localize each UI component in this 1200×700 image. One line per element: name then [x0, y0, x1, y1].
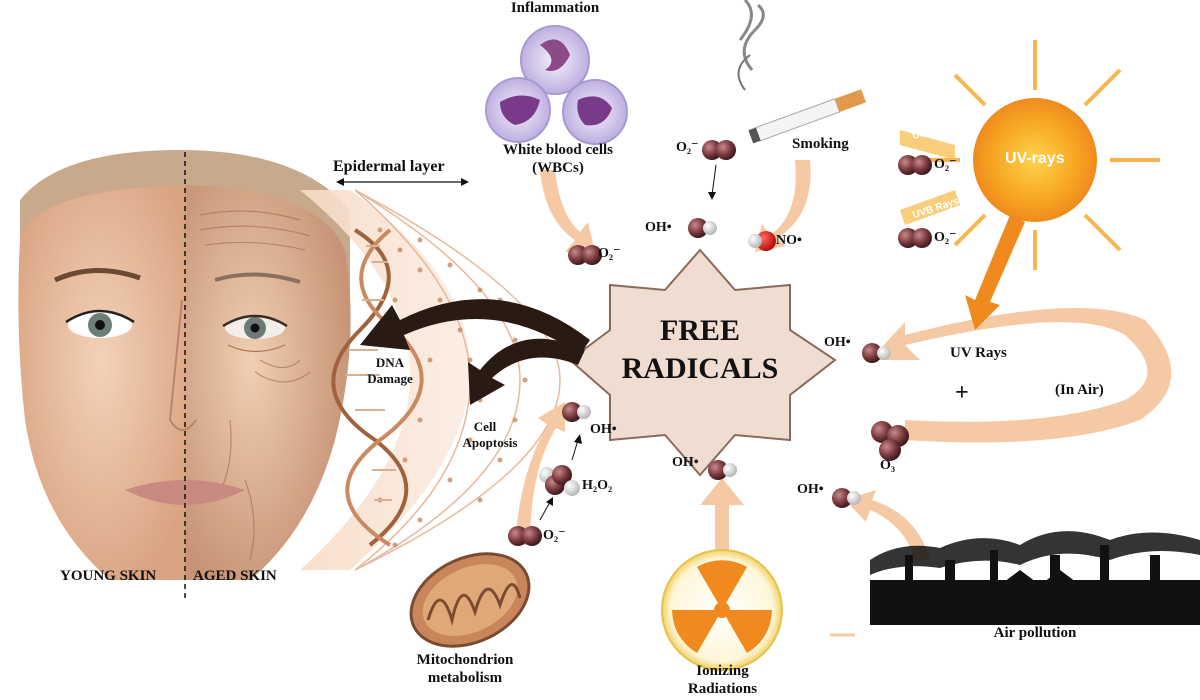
cigarette-icon — [737, 0, 866, 144]
radiation-icon — [661, 549, 783, 671]
o2-molecule-smoking — [702, 140, 736, 160]
source-arrows — [515, 160, 1172, 560]
nose — [168, 299, 197, 431]
young-brow — [53, 268, 141, 283]
wbc-label-line1: White blood cells — [502, 142, 613, 158]
epidermal-layer-label: Epidermal layer — [333, 158, 445, 175]
hydroxyl-label-pollution: OH• — [797, 482, 824, 497]
ozone-label: O₃ — [880, 458, 896, 473]
uv-rays-air-label: UV Rays — [950, 345, 1007, 361]
free-radicals-line2: RADICALS — [621, 351, 779, 385]
free-radicals-title: FREE RADICALS — [600, 312, 800, 387]
free-radicals-line1: FREE — [659, 314, 740, 347]
inflammation-label: Inflammation — [510, 0, 600, 16]
aged-face-half — [185, 185, 351, 580]
dna-damage-arrow — [360, 299, 590, 355]
ionizing-arrow — [700, 478, 744, 560]
young-aged-face — [18, 150, 351, 600]
air-pollution-label: Air pollution — [993, 625, 1077, 641]
hydroxyl-label-mito: OH• — [590, 422, 617, 437]
uv-air-arrow — [870, 308, 1172, 443]
aged-brow — [214, 272, 301, 284]
hydroxyl-label-smoking: OH• — [645, 220, 672, 235]
smoking-arrow — [755, 160, 811, 252]
uv-down-arrow — [965, 215, 1025, 330]
young-face-half — [18, 185, 186, 580]
oh-molecule-uv — [862, 343, 891, 363]
in-air-label: (In Air) — [1055, 382, 1104, 398]
aged-eye — [222, 314, 288, 353]
apoptosis-arrow — [468, 338, 585, 405]
dna-helix — [331, 228, 424, 547]
ionizing-label-line2: Radiations — [687, 681, 758, 697]
wbc-arrow — [540, 170, 595, 252]
young-skin-label: YOUNG SKIN — [60, 568, 157, 584]
pollution-arrow — [845, 490, 930, 560]
oh-molecule-smoking — [688, 218, 717, 238]
no-label: NO• — [776, 233, 802, 248]
cell-apoptosis-line1: Cell — [473, 419, 497, 434]
wbc-cells — [485, 25, 628, 145]
mito-label-line2: metabolism — [427, 670, 503, 686]
dna-damage-line2: Damage — [367, 371, 413, 386]
free-radicals-star — [568, 248, 837, 477]
o2-molecule-uvb — [898, 228, 932, 248]
wbc-label-line2: (WBCs) — [532, 160, 584, 176]
oh-molecule-ionizing — [708, 460, 737, 480]
h2o2-molecule — [539, 465, 580, 496]
no-molecule — [748, 231, 776, 251]
ionizing-label-line1: Ionizing — [696, 663, 749, 679]
ozone-molecule — [871, 421, 909, 461]
young-eye — [65, 309, 135, 338]
molecules — [508, 140, 932, 546]
h2o2-label: H₂O₂ — [582, 478, 613, 493]
superoxide-label-uvb: O₂⁻ — [934, 230, 957, 245]
oh-molecule-pollution — [832, 488, 861, 508]
aged-skin-label: AGED SKIN — [193, 568, 277, 584]
hair — [20, 150, 350, 300]
mito-label-line1: Mitochondrion — [416, 652, 514, 668]
lips — [125, 480, 245, 505]
superoxide-label-uvc: O₂⁻ — [934, 157, 957, 172]
mito-arrow — [515, 402, 565, 545]
o2-molecule-uvc — [898, 155, 932, 175]
sun-icon — [900, 40, 1160, 330]
dna-damage-line1: DNA — [375, 355, 405, 370]
o2-molecule-mito — [508, 526, 542, 546]
hydroxyl-label-ionizing: OH• — [672, 455, 699, 470]
uv-rays-label: UV-rays — [1005, 150, 1065, 167]
hydroxyl-label-uv: OH• — [824, 335, 851, 350]
oh-molecule-mito — [562, 402, 591, 422]
superoxide-label-mito: O₂⁻ — [543, 528, 566, 543]
epidermal-layer — [300, 178, 561, 571]
factory-icon — [870, 531, 1200, 625]
smoking-label: Smoking — [792, 136, 849, 152]
mitochondrion-icon — [409, 552, 531, 648]
plus-sign: + — [955, 380, 969, 406]
superoxide-label-smoking: O₂⁻ — [676, 140, 699, 155]
cell-apoptosis-line2: Apoptosis — [462, 435, 518, 450]
superoxide-label-wbc: O₂⁻ — [598, 246, 621, 261]
damage-arrows — [360, 299, 590, 405]
o2-molecule-wbc — [568, 245, 602, 265]
